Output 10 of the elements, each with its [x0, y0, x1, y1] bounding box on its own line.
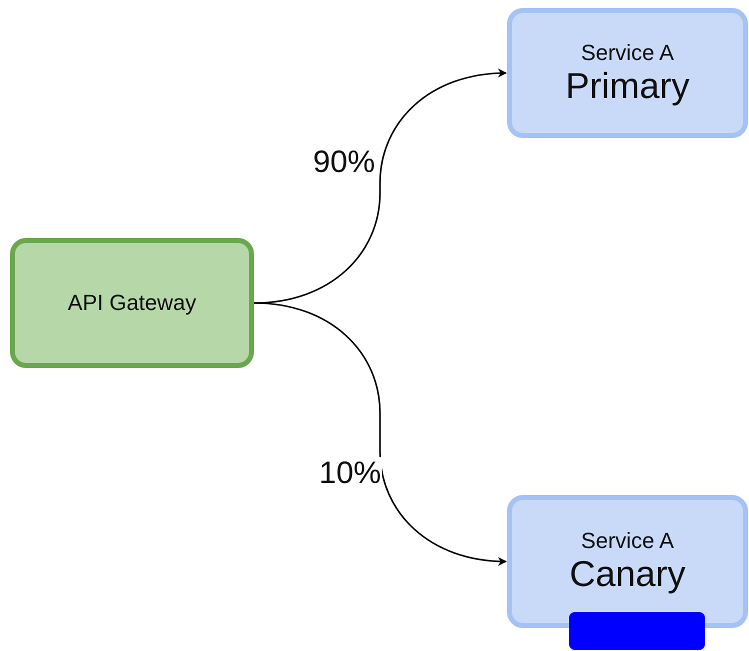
service-box — [507, 495, 748, 628]
node-title: Canary — [569, 553, 686, 595]
service-box — [507, 8, 748, 138]
node-title: Primary — [566, 64, 690, 106]
node-label: Service A — [581, 528, 674, 554]
node-label: API Gateway — [68, 290, 196, 316]
arrow — [254, 302, 507, 566]
status-bar — [569, 612, 705, 650]
node-label: Service A — [581, 40, 674, 65]
process-box — [10, 238, 254, 368]
